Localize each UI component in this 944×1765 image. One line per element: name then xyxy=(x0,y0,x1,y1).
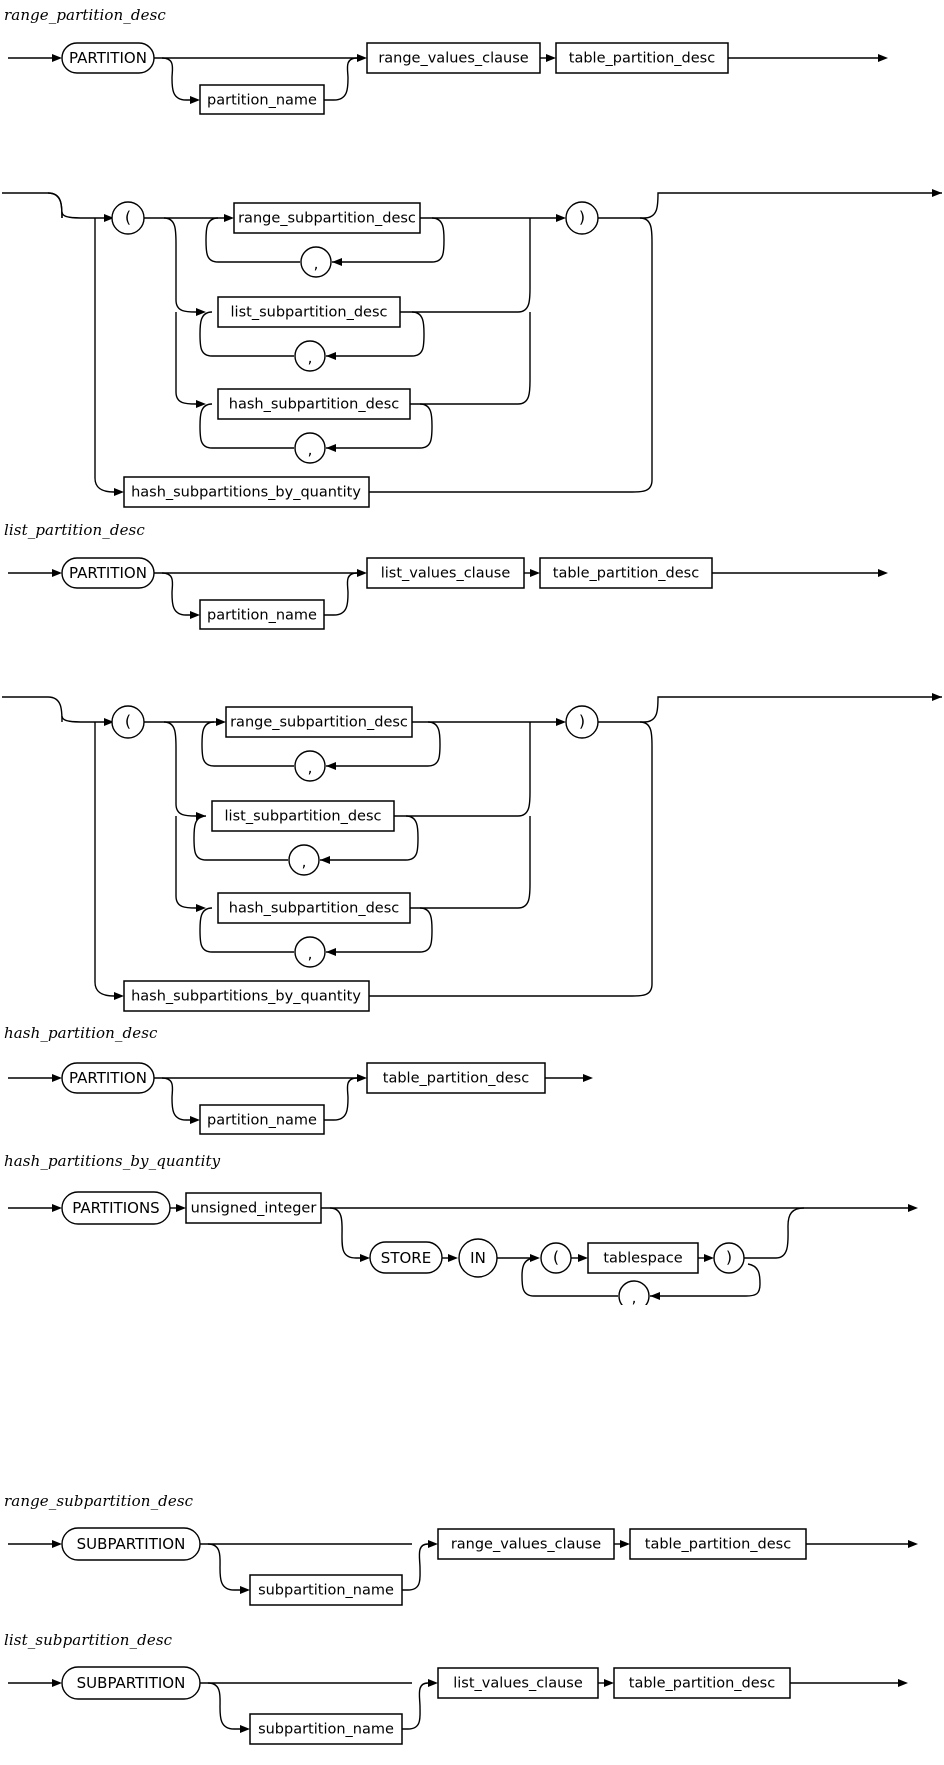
box-unsigned-integer xyxy=(185,1192,322,1224)
box-table-partition-desc-label: table_partition_desc xyxy=(383,1071,529,1087)
diagram-list-subpartition-desc: SUBPARTITION subpartition_name list_valu… xyxy=(8,1666,908,1745)
box-table-partition-desc-label: table_partition_desc xyxy=(569,51,715,67)
terminal-comma-list-label: , xyxy=(302,853,307,871)
box-subpartition-name-label: subpartition_name xyxy=(258,1722,394,1738)
box-hash-subpartitions-by-quantity xyxy=(123,980,370,1012)
box-partition-name xyxy=(199,599,325,630)
box-range-values-clause xyxy=(366,42,541,74)
box-list-values-clause-label: list_values_clause xyxy=(453,1676,583,1692)
box-hash-subpartition-desc-label: hash_subpartition_desc xyxy=(229,397,399,413)
terminal-partition-label: PARTITION xyxy=(69,1069,147,1087)
terminal-comma-hash-label: , xyxy=(308,945,313,963)
terminal-right-paren-label: ) xyxy=(726,1248,732,1267)
terminal-comma-range-label: , xyxy=(308,759,313,777)
diagram-list-partition-desc-continued: ( range_subpartition_desc , list_subpart… xyxy=(2,693,942,1012)
box-range-subpartition-desc-label: range_subpartition_desc xyxy=(230,715,408,731)
heading-hash-partitions-by-quantity: hash_partitions_by_quantity xyxy=(4,1152,221,1170)
terminal-in-label: IN xyxy=(470,1249,486,1267)
terminal-subpartition-label: SUBPARTITION xyxy=(77,1674,186,1692)
terminal-right-paren-label: ) xyxy=(579,208,585,227)
heading-hash-partition-desc: hash_partition_desc xyxy=(4,1024,158,1042)
box-hash-subpartitions-by-quantity-label: hash_subpartitions_by_quantity xyxy=(131,989,361,1005)
terminal-left-paren-label: ( xyxy=(553,1248,559,1267)
box-list-subpartition-desc xyxy=(217,296,401,328)
box-subpartition-name-label: subpartition_name xyxy=(258,1583,394,1599)
terminal-comma-range xyxy=(300,246,332,278)
terminal-comma-range xyxy=(294,750,326,782)
terminal-subpartition-label: SUBPARTITION xyxy=(77,1535,186,1553)
box-table-partition-desc-label: table_partition_desc xyxy=(629,1676,775,1692)
diagram-range-partition-desc-continued: ( range_subpartition_desc , list_subpart… xyxy=(2,189,942,508)
box-table-partition-desc-label: table_partition_desc xyxy=(553,566,699,582)
diagram-range-partition-desc: PARTITION partition_name range_values_cl… xyxy=(8,42,888,115)
terminal-right-paren-label: ) xyxy=(579,712,585,731)
box-table-partition-desc xyxy=(555,42,729,74)
box-tablespace-label: tablespace xyxy=(603,1251,682,1267)
terminal-left-paren-label: ( xyxy=(125,208,131,227)
box-partition-name-label: partition_name xyxy=(207,608,317,624)
terminal-store-label: STORE xyxy=(381,1249,431,1267)
box-subpartition-name xyxy=(249,1574,403,1606)
terminal-partition-label: PARTITION xyxy=(69,49,147,67)
box-range-values-clause-label: range_values_clause xyxy=(451,1537,601,1553)
terminal-comma-tablespace xyxy=(618,1280,650,1305)
heading-list-partition-desc: list_partition_desc xyxy=(4,521,145,539)
box-table-partition-desc xyxy=(539,557,713,589)
box-list-subpartition-desc-label: list_subpartition_desc xyxy=(225,809,382,825)
terminal-comma-list xyxy=(288,844,320,876)
box-tablespace xyxy=(587,1242,699,1274)
diagram-hash-partition-desc: PARTITION partition_name table_partition… xyxy=(8,1062,593,1135)
box-unsigned-integer-label: unsigned_integer xyxy=(191,1201,317,1217)
box-hash-subpartition-desc-label: hash_subpartition_desc xyxy=(229,901,399,917)
box-partition-name xyxy=(199,84,325,115)
terminal-comma-hash xyxy=(294,936,326,968)
box-subpartition-name xyxy=(249,1713,403,1745)
box-list-values-clause xyxy=(366,557,525,589)
terminal-partitions-label: PARTITIONS xyxy=(72,1199,159,1217)
box-table-partition-desc xyxy=(629,1528,807,1560)
box-range-subpartition-desc-label: range_subpartition_desc xyxy=(238,211,416,227)
terminal-comma-hash-label: , xyxy=(308,441,313,459)
diagram-list-partition-desc: PARTITION partition_name list_values_cla… xyxy=(8,557,888,630)
box-list-values-clause-label: list_values_clause xyxy=(381,566,511,582)
box-hash-subpartitions-by-quantity-label: hash_subpartitions_by_quantity xyxy=(131,485,361,501)
box-range-subpartition-desc xyxy=(233,202,421,234)
terminal-comma-hash xyxy=(294,432,326,464)
box-table-partition-desc-label: table_partition_desc xyxy=(645,1537,791,1553)
diagram-range-subpartition-desc: SUBPARTITION subpartition_name range_val… xyxy=(8,1527,918,1606)
box-list-subpartition-desc-label: list_subpartition_desc xyxy=(231,305,388,321)
box-partition-name-label: partition_name xyxy=(207,1113,317,1129)
box-partition-name-label: partition_name xyxy=(207,93,317,109)
heading-range-partition-desc: range_partition_desc xyxy=(4,6,166,24)
terminal-comma-list xyxy=(294,340,326,372)
terminal-left-paren-label: ( xyxy=(125,712,131,731)
heading-range-subpartition-desc: range_subpartition_desc xyxy=(4,1492,194,1510)
terminal-comma-range-label: , xyxy=(314,255,319,273)
box-range-values-clause-label: range_values_clause xyxy=(378,51,528,67)
terminal-partition-label: PARTITION xyxy=(69,564,147,582)
terminal-comma-list-label: , xyxy=(308,349,313,367)
box-partition-name xyxy=(199,1104,325,1135)
heading-list-subpartition-desc: list_subpartition_desc xyxy=(4,1631,173,1649)
box-hash-subpartition-desc xyxy=(217,388,411,420)
terminal-comma-tablespace-label: , xyxy=(632,1289,637,1306)
box-hash-subpartition-desc xyxy=(217,892,411,924)
diagram-hash-partitions-by-quantity: PARTITIONS unsigned_integer STORE IN ( t… xyxy=(8,1191,918,1306)
